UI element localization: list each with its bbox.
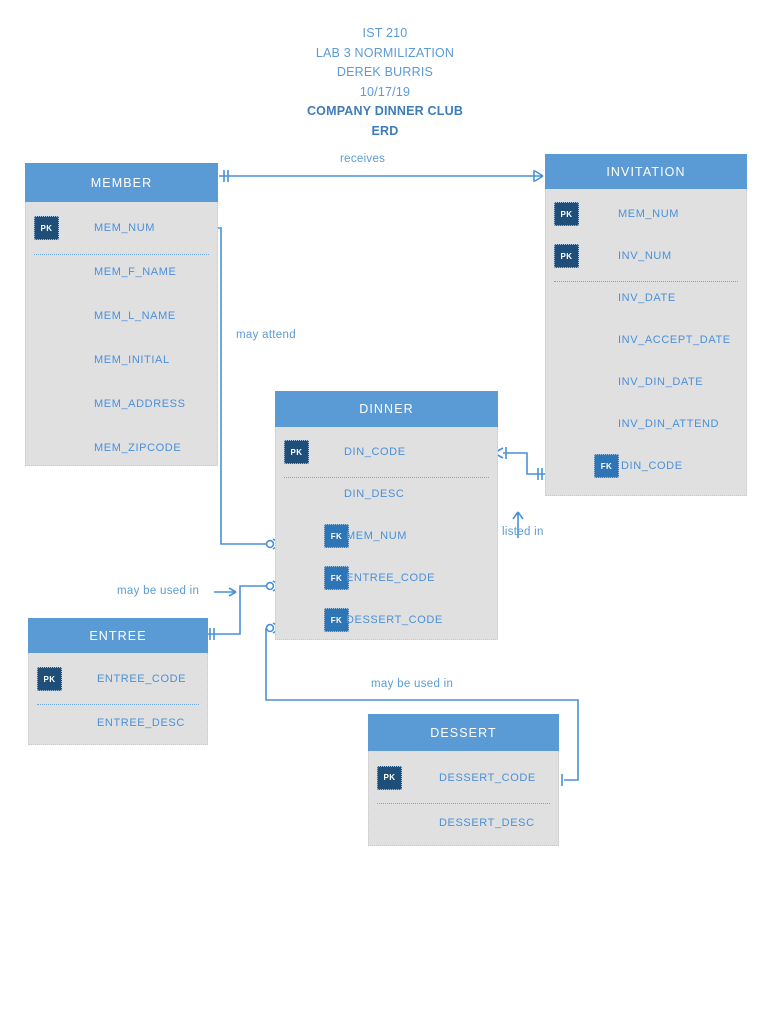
attr-row: FK MEM_NUM: [276, 515, 497, 557]
attr-row: FK DIN_CODE: [546, 445, 746, 487]
attr-label: DIN_DESC: [344, 488, 405, 500]
attr-label: DESSERT_CODE: [346, 614, 443, 626]
title-assignment: LAB 3 NORMILIZATION: [315, 45, 455, 60]
entity-body-dessert: PK DESSERT_CODE DESSERT_DESC: [368, 751, 559, 846]
pk-badge: PK: [554, 244, 579, 268]
attr-row: MEM_ADDRESS: [26, 382, 217, 426]
attr-row: MEM_INITIAL: [26, 338, 217, 382]
attr-label: ENTREE_CODE: [346, 572, 436, 584]
attr-row: INV_DATE: [546, 277, 746, 319]
attr-label: INV_DIN_DATE: [618, 376, 704, 388]
pk-separator: [284, 477, 489, 478]
rel-label-listed-in: listed in: [502, 526, 544, 538]
attr-row: INV_ACCEPT_DATE: [546, 319, 746, 361]
entity-entree[interactable]: ENTREE PK ENTREE_CODE ENTREE_DESC: [28, 618, 208, 745]
attr-row: INV_DIN_DATE: [546, 361, 746, 403]
attr-row: PK DESSERT_CODE: [369, 755, 558, 800]
entity-dessert[interactable]: DESSERT PK DESSERT_CODE DESSERT_DESC: [368, 714, 559, 846]
pk-separator: [37, 704, 199, 705]
entity-body-member: PK MEM_NUM MEM_F_NAME MEM_L_NAME MEM_INI…: [25, 202, 218, 466]
crowsfoot-icon: [534, 170, 544, 182]
attr-row: DIN_DESC: [276, 473, 497, 515]
fk-badge: FK: [324, 608, 349, 632]
entity-header-dessert: DESSERT: [368, 714, 559, 751]
pk-separator: [377, 803, 550, 804]
attr-label: ENTREE_DESC: [97, 717, 185, 729]
entity-dinner[interactable]: DINNER PK DIN_CODE DIN_DESC FK MEM_NUM F…: [275, 391, 498, 640]
attr-label: DESSERT_CODE: [439, 771, 536, 784]
title-course: IST 210: [362, 26, 408, 40]
optional-circle-icon: [265, 581, 275, 591]
attr-label: DIN_CODE: [344, 446, 406, 458]
attr-row: PK MEM_NUM: [546, 193, 746, 235]
attr-label: MEM_INITIAL: [94, 354, 170, 366]
entity-header-invitation: INVITATION: [545, 154, 747, 189]
rel-label-dessert-used-in: may be used in: [371, 678, 454, 690]
entity-body-entree: PK ENTREE_CODE ENTREE_DESC: [28, 653, 208, 745]
attr-label: MEM_NUM: [618, 208, 680, 220]
rel-label-receives: receives: [340, 153, 386, 165]
attr-label: MEM_ADDRESS: [94, 398, 186, 410]
attr-label: MEM_NUM: [94, 222, 156, 234]
attr-row: PK MEM_NUM: [26, 206, 217, 250]
pk-badge: PK: [554, 202, 579, 226]
attr-row: PK INV_NUM: [546, 235, 746, 277]
fk-badge: FK: [594, 454, 619, 478]
attr-label: INV_DIN_ATTEND: [618, 418, 720, 430]
pk-badge: PK: [37, 667, 62, 691]
pk-separator: [554, 281, 738, 282]
entity-member[interactable]: MEMBER PK MEM_NUM MEM_F_NAME MEM_L_NAME …: [25, 163, 218, 466]
title-author: DEREK BURRIS: [336, 65, 434, 80]
attr-row: FK DESSERT_CODE: [276, 599, 497, 641]
attr-label: INV_ACCEPT_DATE: [618, 334, 731, 346]
connector-entree-used-in: [208, 585, 266, 635]
entity-body-dinner: PK DIN_CODE DIN_DESC FK MEM_NUM FK ENTRE…: [275, 427, 498, 640]
entity-header-member: MEMBER: [25, 163, 218, 202]
entity-body-invitation: PK MEM_NUM PK INV_NUM INV_DATE INV_ACCEP…: [545, 189, 747, 496]
entity-header-entree: ENTREE: [28, 618, 208, 653]
title-date: 10/17/19: [359, 84, 411, 99]
attr-row: MEM_ZIPCODE: [26, 426, 217, 470]
rel-label-entree-used-in: may be used in: [117, 585, 200, 597]
optional-circle-icon: [265, 623, 275, 633]
attr-row: DESSERT_DESC: [369, 800, 558, 845]
pk-separator: [34, 254, 209, 255]
attr-label: DIN_CODE: [621, 460, 683, 472]
fk-badge: FK: [324, 566, 349, 590]
attr-label: MEM_L_NAME: [94, 310, 176, 322]
entity-invitation[interactable]: INVITATION PK MEM_NUM PK INV_NUM INV_DAT…: [545, 154, 747, 496]
attr-row: FK ENTREE_CODE: [276, 557, 497, 599]
optional-circle-icon: [265, 539, 275, 549]
pk-badge: PK: [34, 216, 59, 240]
attr-row: MEM_L_NAME: [26, 294, 217, 338]
attr-row: PK ENTREE_CODE: [29, 657, 207, 701]
attr-row: MEM_F_NAME: [26, 250, 217, 294]
pk-badge: PK: [377, 765, 402, 790]
attr-label: MEM_F_NAME: [94, 266, 177, 278]
attr-label: INV_DATE: [618, 292, 676, 304]
attr-label: MEM_NUM: [346, 530, 408, 542]
arrow-right-icon: [214, 587, 237, 597]
attr-label: ENTREE_CODE: [97, 673, 187, 685]
title-type: ERD: [371, 123, 399, 138]
attr-label: MEM_ZIPCODE: [94, 442, 182, 454]
title-subject: COMPANY DINNER CLUB: [306, 104, 464, 119]
fk-badge: FK: [324, 524, 349, 548]
connector-may-attend: [212, 227, 266, 545]
attr-label: INV_NUM: [618, 250, 672, 262]
entity-header-dinner: DINNER: [275, 391, 498, 427]
attr-row: ENTREE_DESC: [29, 701, 207, 745]
rel-label-may-attend: may attend: [236, 329, 296, 341]
diagram-title-block: IST 210 LAB 3 NORMILIZATION DEREK BURRIS…: [0, 24, 770, 142]
pk-badge: PK: [284, 440, 309, 464]
attr-row: INV_DIN_ATTEND: [546, 403, 746, 445]
attr-row: PK DIN_CODE: [276, 431, 497, 473]
attr-label: DESSERT_DESC: [439, 816, 535, 829]
